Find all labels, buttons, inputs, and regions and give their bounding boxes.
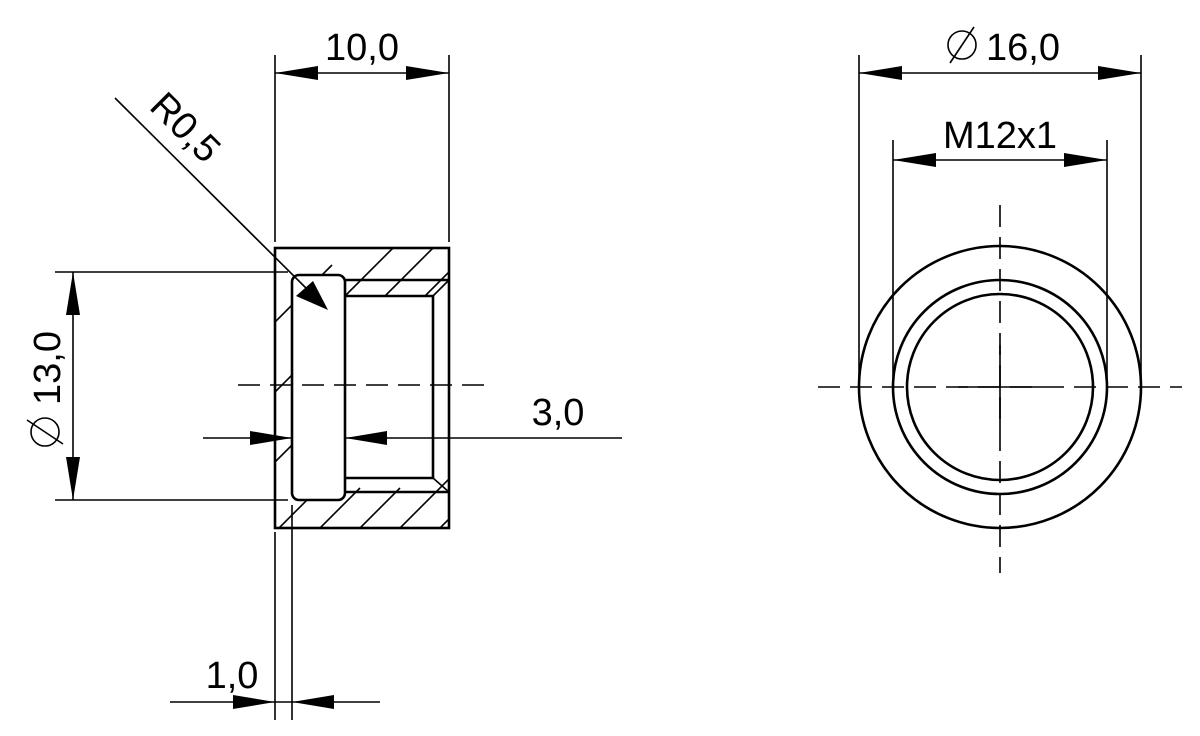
groove-outline xyxy=(290,273,347,502)
dim-thread-label: M12x1 xyxy=(943,115,1057,157)
dim-diameter-13-label: 13,0 xyxy=(27,331,69,405)
dim-width-10: 10,0 xyxy=(274,27,450,242)
dim-wall-1: 1,0 xyxy=(170,505,380,720)
diameter-symbol-icon xyxy=(947,26,977,64)
dim-wall-1-label: 1,0 xyxy=(206,655,259,697)
dim-gap-3: 3,0 xyxy=(203,392,622,445)
dim-gap-3-label: 3,0 xyxy=(532,392,585,434)
body-outline xyxy=(273,246,451,530)
diameter-symbol-icon xyxy=(26,417,64,447)
dim-thread: M12x1 xyxy=(892,115,1108,387)
dim-radius-label: R0,5 xyxy=(142,85,228,171)
dim-diameter-16-label: 16,0 xyxy=(986,27,1060,69)
end-view: 16,0 M12x1 xyxy=(818,26,1182,573)
dim-diameter-13: 13,0 xyxy=(26,271,288,501)
section-view: 10,0 R0,5 13,0 3,0 xyxy=(26,27,622,720)
dim-width-10-label: 10,0 xyxy=(325,27,399,69)
dim-diameter-16: 16,0 xyxy=(858,26,1142,387)
thread-contour xyxy=(345,278,449,494)
